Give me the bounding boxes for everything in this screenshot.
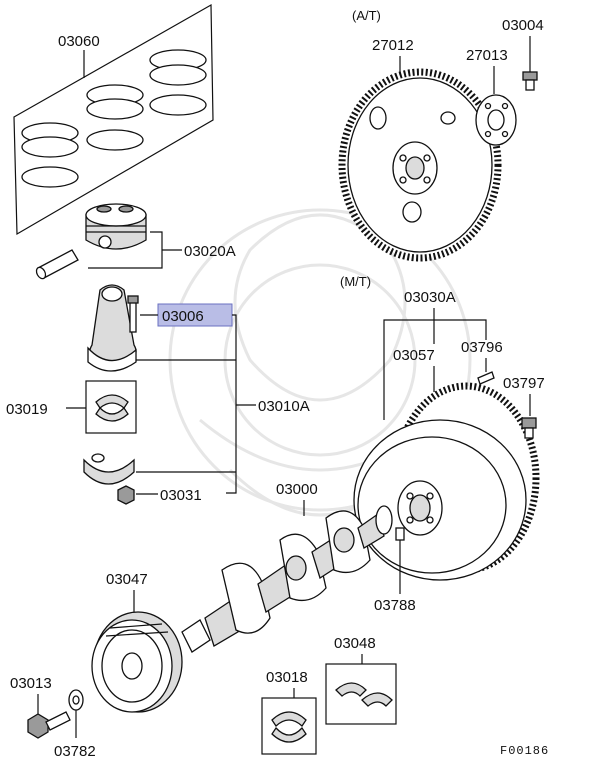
label-at-note: (A/T) xyxy=(352,8,381,23)
damper-pulley xyxy=(91,611,183,713)
piston-rings-group xyxy=(13,3,214,236)
connecting-rod xyxy=(87,284,139,372)
drive-plate xyxy=(338,68,502,262)
flywheel-pin xyxy=(477,371,495,385)
conrod-bearing xyxy=(95,394,129,422)
label-03000[interactable]: 03000 xyxy=(276,481,318,498)
label-03013[interactable]: 03013 xyxy=(10,675,52,692)
flywheel-bolt xyxy=(521,417,537,439)
label-03047[interactable]: 03047 xyxy=(106,571,148,588)
bearing-box-03048 xyxy=(325,663,397,725)
label-03018[interactable]: 03018 xyxy=(266,669,308,686)
label-03788[interactable]: 03788 xyxy=(374,597,416,614)
drive-plate-bolt xyxy=(522,71,538,91)
crankshaft xyxy=(181,505,393,653)
label-03030a[interactable]: 03030A xyxy=(404,289,456,306)
adapter-plate xyxy=(475,94,517,146)
label-03797[interactable]: 03797 xyxy=(503,375,545,392)
label-03048[interactable]: 03048 xyxy=(334,635,376,652)
bearing-box-03019 xyxy=(85,380,137,434)
label-27013[interactable]: 27013 xyxy=(466,47,508,64)
label-03019[interactable]: 03019 xyxy=(6,401,48,418)
pulley-bolt xyxy=(27,711,71,739)
label-03796[interactable]: 03796 xyxy=(461,339,503,356)
piston-and-pin xyxy=(35,203,182,280)
bearing-box-03018 xyxy=(261,697,317,755)
label-03057[interactable]: 03057 xyxy=(393,347,435,364)
label-03010a[interactable]: 03010A xyxy=(258,398,310,415)
label-27012[interactable]: 27012 xyxy=(372,37,414,54)
figure-code: F00186 xyxy=(500,744,549,758)
pulley-washer xyxy=(68,689,84,711)
main-bearing xyxy=(271,711,307,743)
label-03006[interactable]: 03006 xyxy=(162,308,204,325)
flywheel xyxy=(353,382,540,581)
thrust-washers xyxy=(335,682,393,707)
label-03020a[interactable]: 03020A xyxy=(184,243,236,260)
label-03004[interactable]: 03004 xyxy=(502,17,544,34)
label-03031[interactable]: 03031 xyxy=(160,487,202,504)
pilot-bushing xyxy=(395,527,405,541)
label-mt-note: (M/T) xyxy=(340,274,371,289)
conrod-cap-and-nut xyxy=(83,453,135,505)
label-03782[interactable]: 03782 xyxy=(54,743,96,760)
label-03060[interactable]: 03060 xyxy=(58,33,100,50)
